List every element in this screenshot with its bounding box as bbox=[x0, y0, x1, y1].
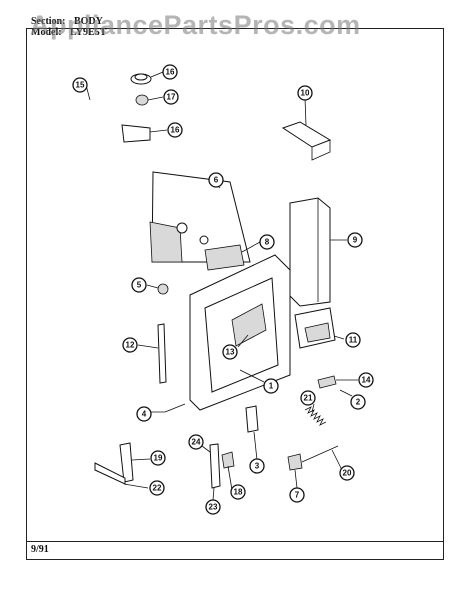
callout-leaders bbox=[85, 71, 358, 501]
svg-text:24: 24 bbox=[192, 438, 201, 447]
callout-2: 2 bbox=[350, 394, 366, 410]
callout-22: 22 bbox=[149, 480, 165, 496]
svg-text:12: 12 bbox=[126, 341, 135, 350]
hose-fitting bbox=[135, 94, 149, 106]
hinge-bracket-part bbox=[94, 442, 134, 485]
top-bracket-part bbox=[281, 121, 332, 161]
latch-parts bbox=[209, 405, 259, 489]
svg-text:14: 14 bbox=[362, 376, 371, 385]
hose-clamp-top bbox=[130, 73, 152, 85]
svg-text:8: 8 bbox=[265, 238, 270, 247]
svg-text:23: 23 bbox=[209, 503, 218, 512]
plate-part bbox=[294, 307, 336, 349]
small-clip-parts bbox=[317, 375, 353, 397]
callout-11: 11 bbox=[345, 332, 361, 348]
callout-1: 1 bbox=[263, 378, 279, 394]
model-value: LY9E5T bbox=[70, 27, 107, 38]
svg-text:4: 4 bbox=[142, 410, 147, 419]
svg-text:15: 15 bbox=[76, 81, 85, 90]
callout-20: 20 bbox=[339, 465, 355, 481]
svg-text:1: 1 bbox=[269, 382, 274, 391]
svg-text:16: 16 bbox=[166, 68, 175, 77]
screw-part bbox=[164, 403, 186, 413]
svg-text:10: 10 bbox=[301, 89, 310, 98]
revision-date: 9/91 bbox=[31, 544, 49, 555]
model-label: Model: bbox=[31, 27, 62, 38]
knob-part bbox=[157, 283, 169, 295]
callout-19: 19 bbox=[150, 450, 166, 466]
svg-text:22: 22 bbox=[153, 484, 162, 493]
svg-text:3: 3 bbox=[255, 462, 260, 471]
section-heading: Section: BODY bbox=[31, 16, 103, 27]
model-heading: Model: LY9E5T bbox=[31, 27, 106, 38]
callout-4: 4 bbox=[136, 406, 152, 422]
side-panel-part bbox=[149, 171, 251, 263]
svg-text:5: 5 bbox=[137, 281, 142, 290]
section-value: BODY bbox=[73, 16, 103, 27]
svg-text:18: 18 bbox=[234, 488, 243, 497]
callout-5: 5 bbox=[131, 277, 147, 293]
svg-text:21: 21 bbox=[304, 394, 313, 403]
bracket-part bbox=[204, 244, 245, 271]
callout-17: 17 bbox=[163, 89, 179, 105]
callout-16-bottom: 16 bbox=[167, 122, 183, 138]
diagram-frame bbox=[26, 28, 444, 560]
svg-text:19: 19 bbox=[154, 454, 163, 463]
main-frame-part bbox=[189, 254, 291, 411]
vertical-channel-part bbox=[289, 197, 331, 307]
svg-text:6: 6 bbox=[214, 176, 219, 185]
callout-3: 3 bbox=[249, 458, 265, 474]
callout-23: 23 bbox=[205, 499, 221, 515]
callout-14: 14 bbox=[358, 372, 374, 388]
strip-part bbox=[157, 323, 167, 384]
section-label: Section: bbox=[31, 16, 66, 27]
callout-18: 18 bbox=[230, 484, 246, 500]
callout-9: 9 bbox=[347, 232, 363, 248]
drain-hose bbox=[78, 91, 151, 143]
svg-text:2: 2 bbox=[356, 398, 361, 407]
callout-10: 10 bbox=[297, 85, 313, 101]
spring-part bbox=[304, 406, 327, 426]
svg-text:20: 20 bbox=[343, 469, 352, 478]
callout-6: 6 bbox=[208, 172, 224, 188]
callout-12: 12 bbox=[122, 337, 138, 353]
callout-8: 8 bbox=[259, 234, 275, 250]
callout-21: 21 bbox=[300, 390, 316, 406]
svg-text:16: 16 bbox=[171, 126, 180, 135]
callout-24: 24 bbox=[188, 434, 204, 450]
svg-text:11: 11 bbox=[349, 336, 358, 345]
callout-16-top: 16 bbox=[162, 64, 178, 80]
footer-divider bbox=[26, 541, 444, 542]
svg-text:17: 17 bbox=[167, 93, 176, 102]
lever-parts bbox=[287, 445, 339, 471]
callout-7: 7 bbox=[289, 487, 305, 503]
callout-15: 15 bbox=[72, 77, 88, 93]
svg-text:9: 9 bbox=[353, 236, 358, 245]
callout-13: 13 bbox=[222, 344, 238, 360]
watermark: AppliancePartsPros.com bbox=[30, 10, 361, 40]
svg-text:7: 7 bbox=[295, 491, 300, 500]
svg-text:13: 13 bbox=[226, 348, 235, 357]
